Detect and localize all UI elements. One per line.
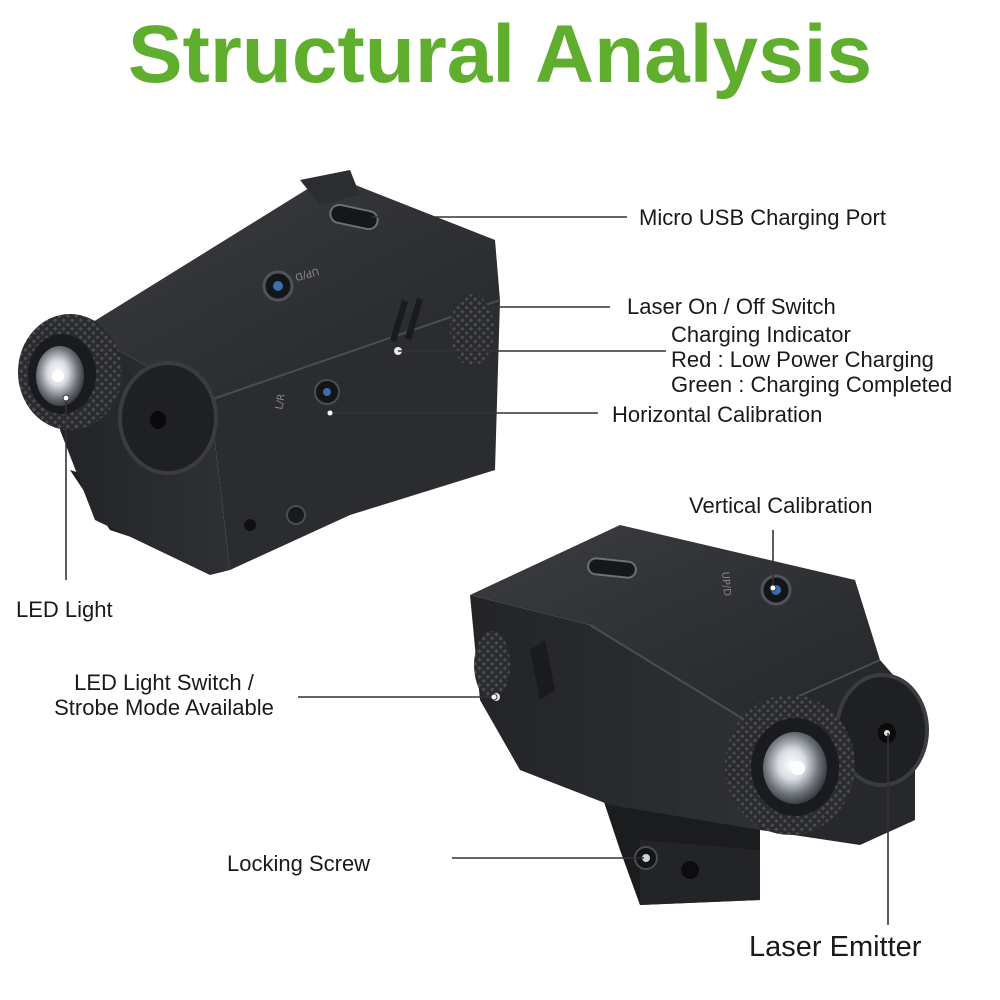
label-led-light: LED Light (16, 597, 113, 622)
label-led-switch-line1: LED Light Switch / (74, 670, 254, 695)
device-top-view: UP/D L/R (18, 170, 501, 575)
label-horizontal-calibration: Horizontal Calibration (612, 402, 823, 427)
laser-barrel-1 (118, 361, 218, 475)
label-charging-indicator-title: Charging Indicator (671, 322, 851, 347)
body-right-1 (210, 300, 500, 570)
engraving-up-down-2: UP/D (719, 571, 732, 597)
label-micro-usb: Micro USB Charging Port (639, 205, 886, 230)
label-laser-emitter: Laser Emitter (749, 931, 922, 963)
laser-switch-knob (450, 294, 494, 366)
body-top-2 (470, 525, 880, 720)
usb-port-2 (587, 557, 637, 579)
led-switch-knob (474, 631, 510, 699)
label-charging-indicator-red: Red : Low Power Charging (671, 347, 934, 372)
engraving-left-right-1: L/R (274, 393, 288, 411)
usb-port-1 (329, 203, 379, 231)
label-charging-indicator: Charging Indicator Red : Low Power Charg… (671, 322, 952, 397)
label-led-switch-line2: Strobe Mode Available (54, 695, 274, 720)
label-led-switch: LED Light Switch / Strobe Mode Available (36, 670, 292, 720)
label-charging-indicator-green: Green : Charging Completed (671, 372, 953, 397)
label-locking-screw: Locking Screw (227, 851, 371, 876)
page-title: Structural Analysis (127, 9, 873, 100)
label-laser-switch: Laser On / Off Switch (627, 294, 836, 319)
label-vertical-calibration: Vertical Calibration (689, 493, 873, 518)
device-bottom-view: UP/D (470, 525, 929, 905)
